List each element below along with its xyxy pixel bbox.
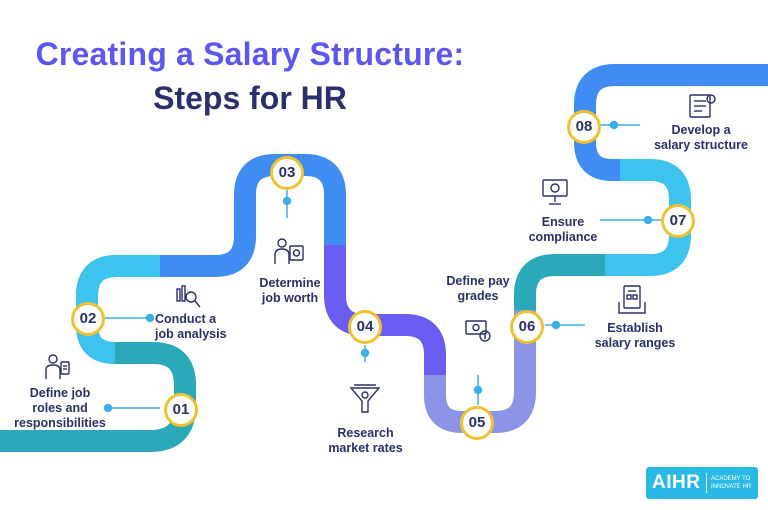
step-badge-05: 05 xyxy=(460,406,494,440)
logo-main-text: AIHR xyxy=(652,472,701,493)
step-label-01-line3: responsibilities xyxy=(14,416,106,430)
road-segment-purple xyxy=(324,245,446,375)
step-label-07: Ensure compliance xyxy=(518,215,608,245)
analysis-magnifier-icon xyxy=(176,285,201,308)
step-label-01-line1: Define job xyxy=(29,386,91,400)
step-label-02: Conduct a job analysis xyxy=(155,312,245,342)
logo-sub-line2: INNOVATE HR xyxy=(711,484,752,490)
step-label-07-line1: Ensure xyxy=(541,215,585,229)
step-label-05-line1: Define pay xyxy=(446,274,510,288)
pay-grades-icon xyxy=(465,320,491,342)
logo-divider xyxy=(706,473,707,493)
page-subtitle: Steps for HR xyxy=(153,80,347,116)
step-badge-07: 07 xyxy=(661,204,695,238)
step-label-03-line2: job worth xyxy=(261,291,319,305)
step-label-08: Develop a salary structure xyxy=(641,123,761,153)
step-badge-02: 02 xyxy=(71,302,105,336)
step-label-05: Define pay grades xyxy=(438,274,518,304)
market-research-funnel-icon xyxy=(349,384,381,413)
step-label-06: Establish salary ranges xyxy=(585,321,685,351)
step-label-06-line1: Establish xyxy=(607,321,663,335)
person-roles-icon xyxy=(45,354,70,379)
step-label-03-line1: Determine xyxy=(259,276,321,290)
step-badge-06: 06 xyxy=(510,310,544,344)
road-segment-sky xyxy=(76,255,160,364)
salary-structure-document-icon xyxy=(689,94,716,118)
road-segment-blue xyxy=(160,154,346,277)
step-badge-08: 08 xyxy=(567,110,601,144)
job-worth-icon xyxy=(274,238,304,264)
step-label-05-line2: grades xyxy=(457,289,499,303)
logo-subtitle: ACADEMY TO INNOVATE HR xyxy=(711,475,756,491)
step-badge-01: 01 xyxy=(164,393,198,427)
step-label-07-line2: compliance xyxy=(528,230,598,244)
step-label-08-line1: Develop a xyxy=(671,123,731,137)
step-badge-04: 04 xyxy=(348,310,382,344)
step-badge-03: 03 xyxy=(270,156,304,190)
step-label-04: Research market rates xyxy=(318,426,413,456)
compliance-presentation-icon xyxy=(542,179,568,205)
step-label-04-line2: market rates xyxy=(328,441,403,455)
salary-ranges-icon xyxy=(618,285,646,314)
road-segment-teal-2 xyxy=(514,254,605,310)
step-label-01-line2: roles and xyxy=(32,401,88,415)
step-label-08-line2: salary structure xyxy=(654,138,748,152)
step-label-02-line2: job analysis xyxy=(155,327,227,341)
step-label-02-line1: Conduct a xyxy=(155,312,217,326)
aihr-logo: AIHR ACADEMY TO INNOVATE HR xyxy=(646,467,758,499)
step-label-04-line1: Research xyxy=(337,426,394,440)
logo-sub-line1: ACADEMY TO xyxy=(711,476,751,482)
page-title: Creating a Salary Structure: xyxy=(35,36,465,72)
step-label-03: Determine job worth xyxy=(240,276,340,306)
step-label-01: Define job roles and responsibilities xyxy=(5,386,115,431)
step-label-06-line2: salary ranges xyxy=(594,336,676,350)
